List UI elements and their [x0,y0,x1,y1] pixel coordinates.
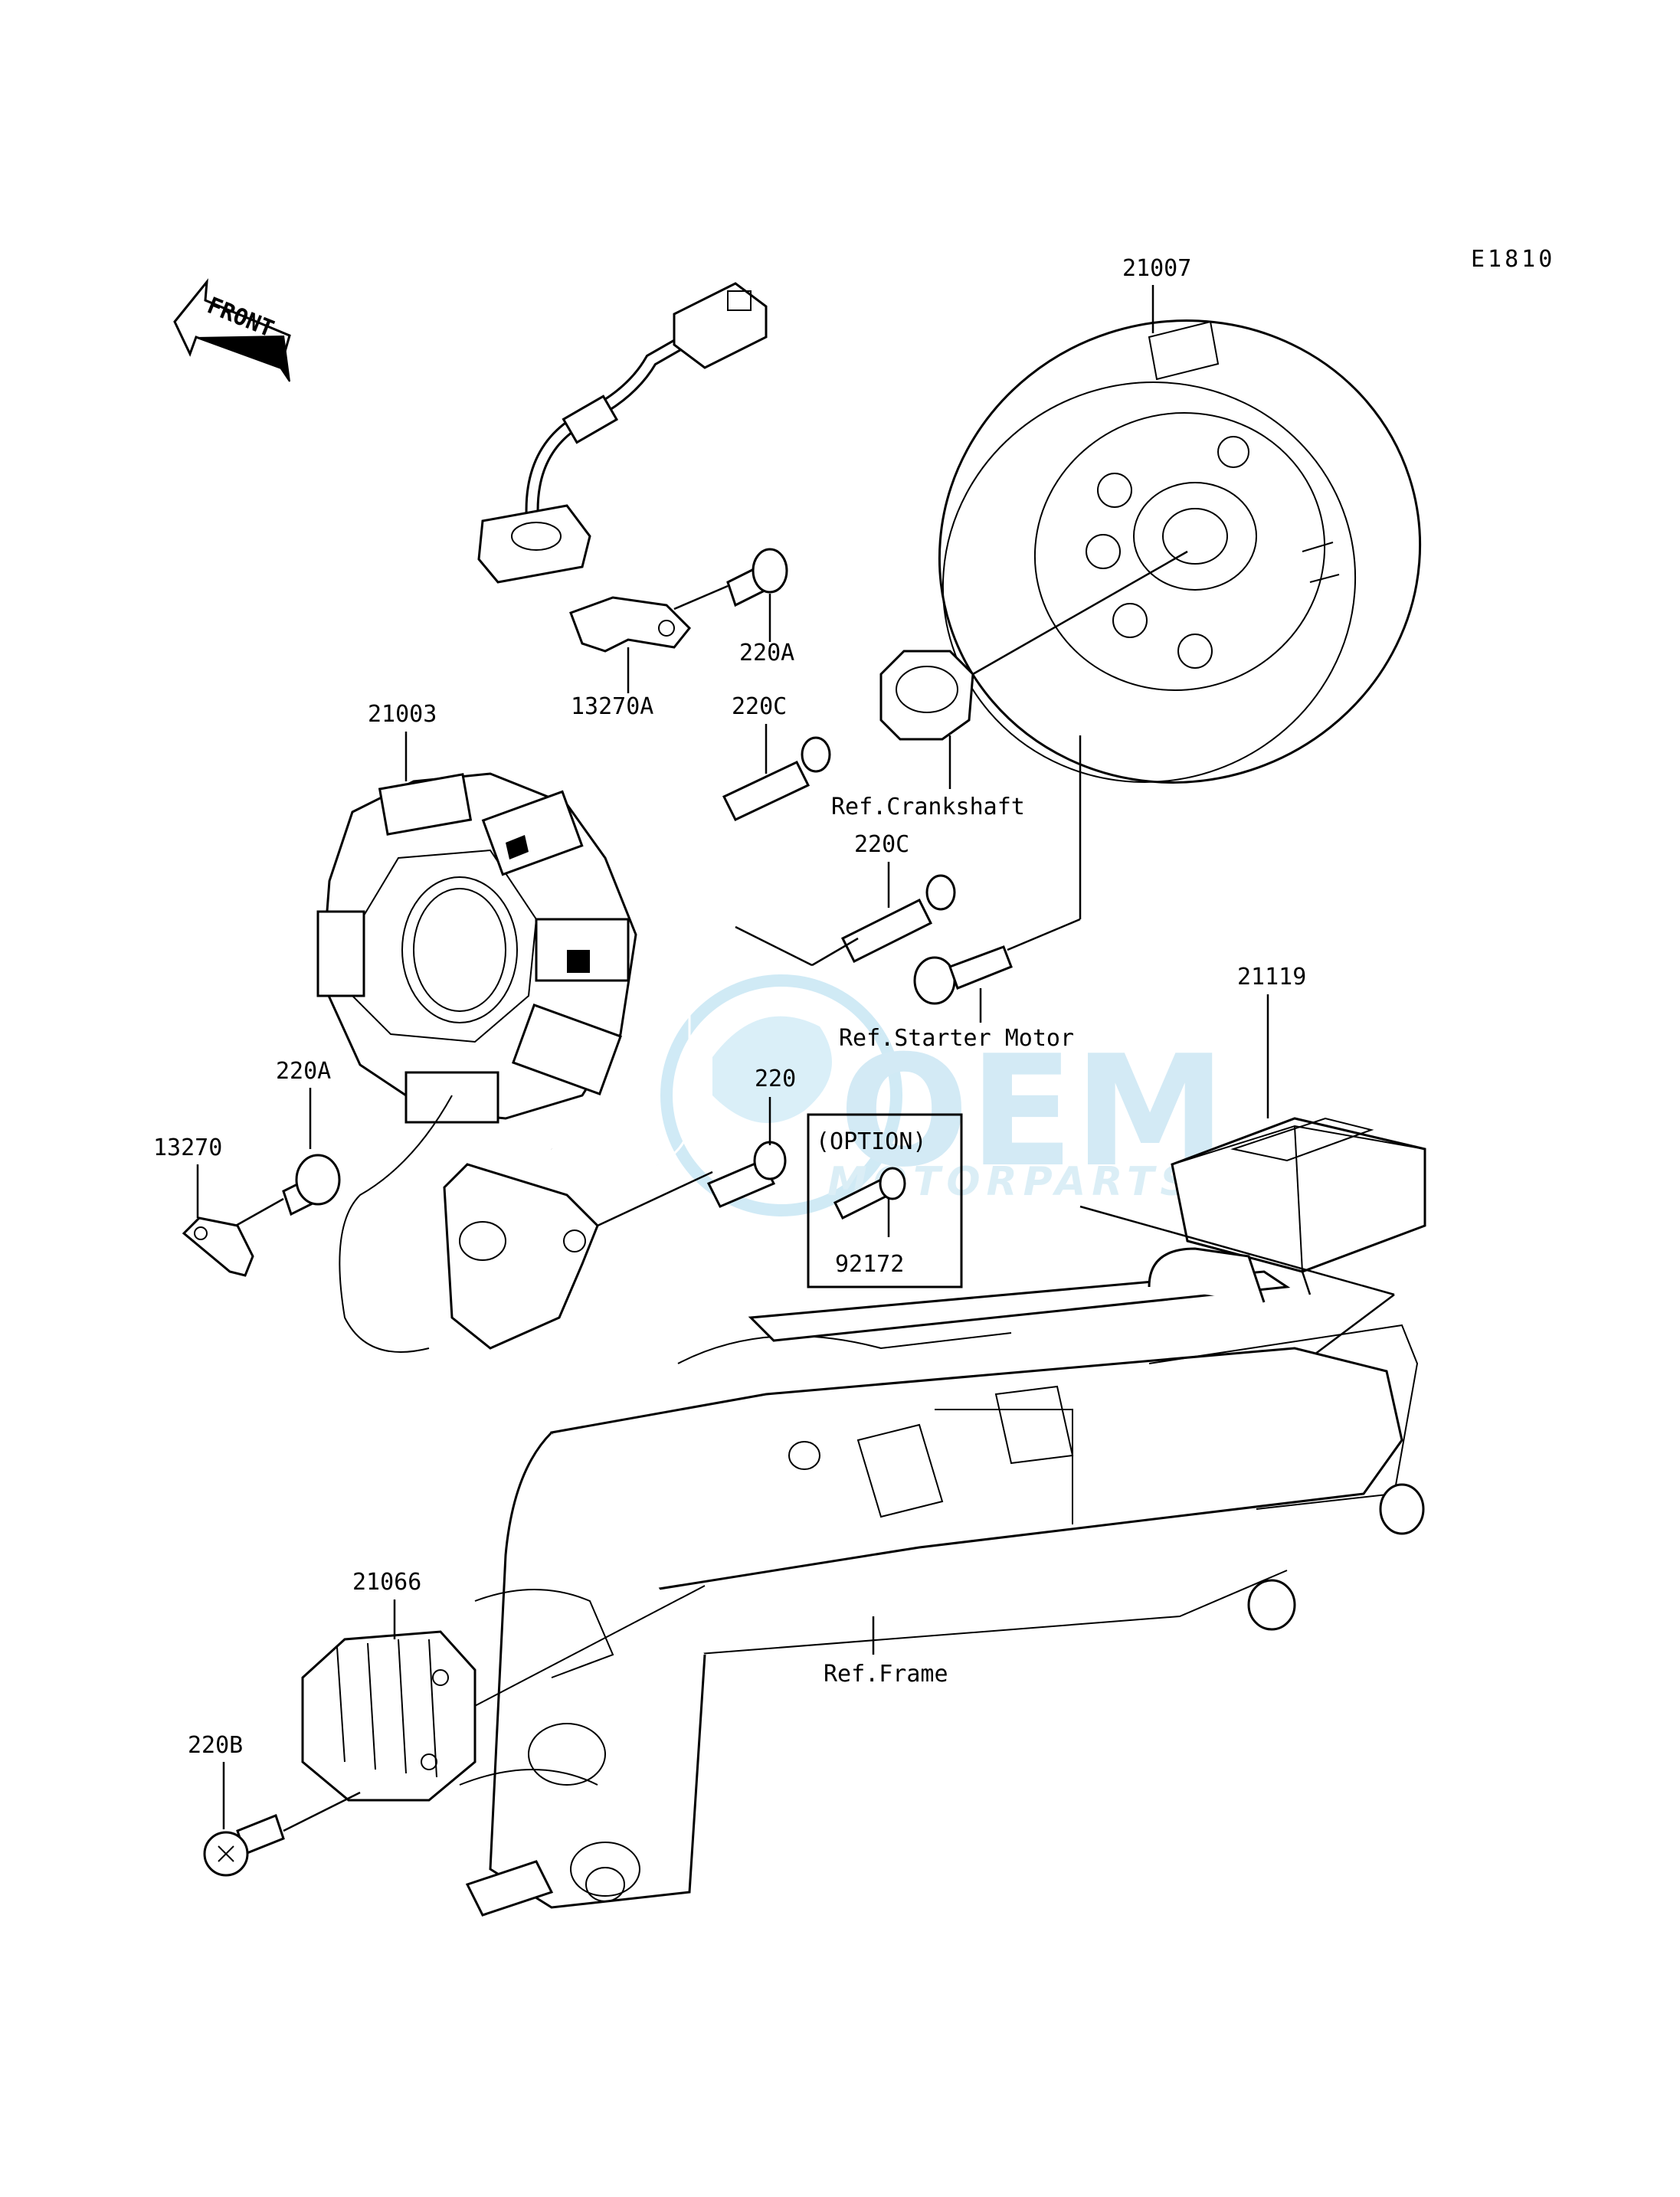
flywheel-part [938,319,1422,784]
callout-220a-left: 220A [276,1058,331,1085]
callout-220c-2: 220C [854,831,909,858]
callout-220: 220 [755,1066,796,1092]
ref-crankshaft: Ref.Crankshaft [831,794,1025,820]
callout-92172: 92172 [835,1251,904,1278]
watermark-brand: OEM [839,1023,1226,1201]
callout-21066: 21066 [352,1569,421,1596]
bolt-220a-upper-part [726,548,788,607]
front-arrow-icon: FRONT [173,278,291,382]
bolt-220b-part [203,1814,285,1877]
callout-21003: 21003 [368,701,437,728]
flywheel-nut-part [879,650,974,741]
callout-21007: 21007 [1122,255,1191,282]
diagram-code: E1810 [1471,246,1555,273]
callout-13270: 13270 [153,1135,222,1161]
ref-frame: Ref.Frame [824,1661,948,1688]
callout-220a-upper: 220A [739,640,794,666]
bolt-220c-2-part [840,874,956,964]
bolt-220-part [706,1141,787,1208]
stator-part [316,772,637,1124]
option-label: (OPTION) [816,1128,927,1155]
option-box: (OPTION) 92172 [807,1113,963,1288]
pickup-coil-part [443,1163,599,1350]
bolt-220a-left-part [282,1154,341,1216]
wire-harness-part [477,282,768,1174]
watermark: OEM MOTORPARTS [660,974,1226,1216]
bracket-13270a-part [569,596,692,653]
callout-220b: 220B [188,1732,243,1759]
bolt-220c-1-part [722,736,831,821]
callout-13270a: 13270A [571,693,653,720]
bracket-13270-part [182,1216,254,1277]
frame-part [367,1247,1425,1917]
callout-220c-1: 220C [732,693,787,720]
ref-starter-motor: Ref.Starter Motor [839,1025,1074,1052]
callout-21119: 21119 [1237,964,1306,990]
ignitor-part [1171,1117,1426,1295]
regulator-part [301,1630,476,1802]
starter-bolt-part [913,945,1013,1005]
